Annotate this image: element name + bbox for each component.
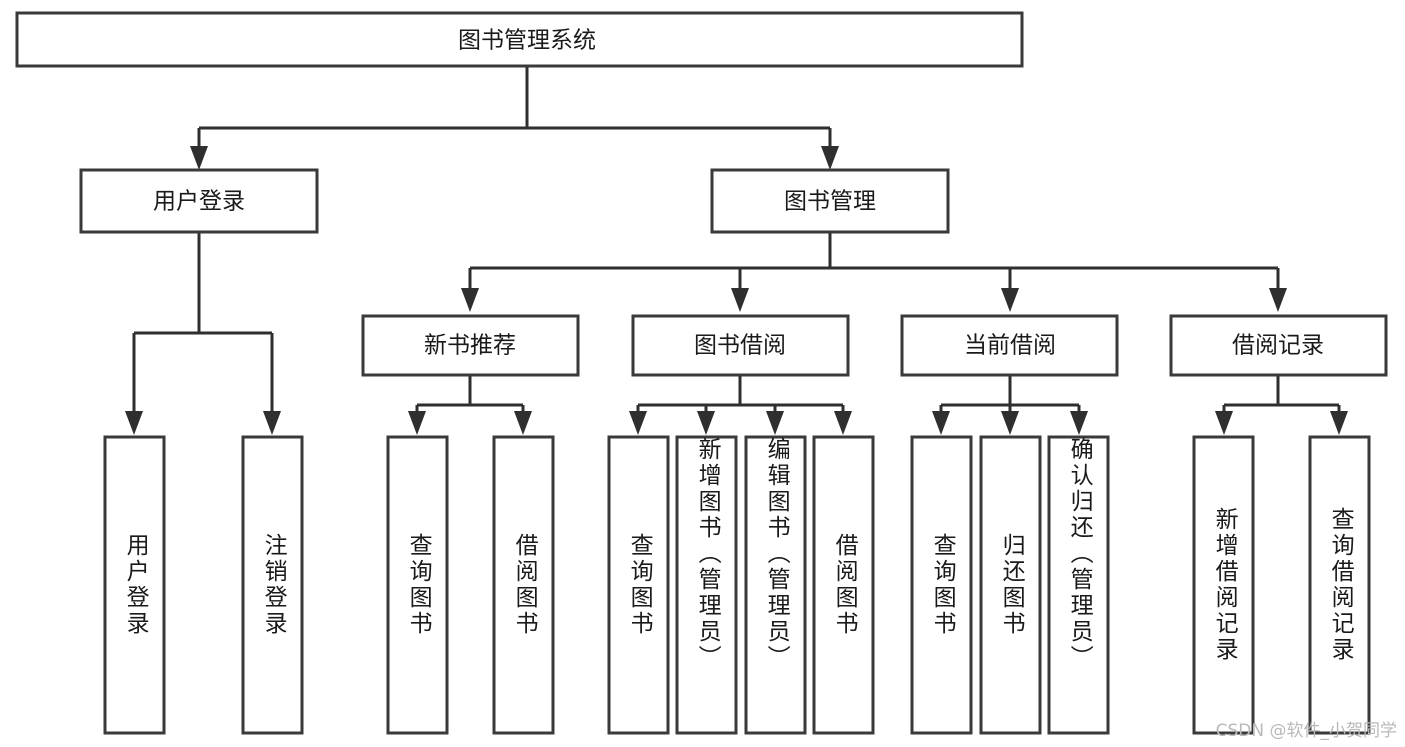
connector-userlogin-to-leaves [125, 232, 281, 435]
connector-root-to-level2 [190, 66, 839, 170]
arrow-icon [1330, 411, 1348, 435]
arrow-icon [821, 146, 839, 170]
arrow-icon [514, 411, 532, 435]
node-user-login[interactable]: 用户登录 [79, 168, 319, 234]
arrow-icon [1001, 288, 1019, 312]
arrow-icon [932, 411, 950, 435]
arrow-icon [408, 411, 426, 435]
arrow-icon [263, 411, 281, 435]
arrow-icon [1070, 411, 1088, 435]
node-root-label: 图书管理系统 [458, 28, 596, 54]
leaf-box-borrow-book-1[interactable] [492, 435, 555, 735]
arrow-icon [1269, 288, 1287, 312]
connector-currentborrow-to-leaves [932, 375, 1088, 435]
node-book-borrow[interactable]: 图书借阅 [631, 314, 850, 377]
connector-newbook-to-leaves [408, 375, 532, 435]
leaf-box-query-book-2[interactable] [607, 435, 670, 735]
leaf-box-add-record[interactable] [1192, 435, 1255, 735]
node-new-book-recommend-label: 新书推荐 [424, 333, 516, 359]
connector-bookmgmt-to-level3 [461, 232, 1287, 312]
leaf-box-return-book[interactable] [979, 435, 1042, 735]
node-borrow-record[interactable]: 借阅记录 [1169, 314, 1388, 377]
leaf-box-confirm-return[interactable] [1047, 435, 1110, 735]
watermark: CSDN @软件_小贺同学 [1215, 721, 1397, 741]
arrow-icon [461, 288, 479, 312]
leaf-box-user-login[interactable] [103, 435, 166, 735]
node-current-borrow-label: 当前借阅 [964, 333, 1056, 359]
arrow-icon [834, 411, 852, 435]
connector-bookborrow-to-leaves [629, 375, 852, 435]
arrow-icon [1001, 411, 1019, 435]
node-book-management-label: 图书管理 [784, 189, 876, 215]
leaf-box-query-book-3[interactable] [910, 435, 973, 735]
node-new-book-recommend[interactable]: 新书推荐 [361, 314, 580, 377]
leaf-box-logout[interactable] [241, 435, 304, 735]
arrow-icon [629, 411, 647, 435]
leaf-box-query-book-1[interactable] [386, 435, 449, 735]
leaf-box-edit-book[interactable] [744, 435, 807, 735]
leaf-box-add-book[interactable] [675, 435, 738, 735]
node-borrow-record-label: 借阅记录 [1232, 333, 1324, 359]
arrow-icon [125, 411, 143, 435]
node-current-borrow[interactable]: 当前借阅 [900, 314, 1119, 377]
arrow-icon [731, 288, 749, 312]
arrow-icon [1215, 411, 1233, 435]
leaf-box-query-record[interactable] [1308, 435, 1371, 735]
node-book-borrow-label: 图书借阅 [694, 333, 786, 359]
leaf-box-borrow-book-2[interactable] [812, 435, 875, 735]
connector-borrowrecord-to-leaves [1215, 375, 1348, 435]
arrow-icon [190, 146, 208, 170]
arrow-icon [766, 411, 784, 435]
node-book-management[interactable]: 图书管理 [710, 168, 950, 234]
arrow-icon [697, 411, 715, 435]
node-root[interactable]: 图书管理系统 [15, 11, 1024, 68]
node-user-login-label: 用户登录 [153, 189, 245, 215]
